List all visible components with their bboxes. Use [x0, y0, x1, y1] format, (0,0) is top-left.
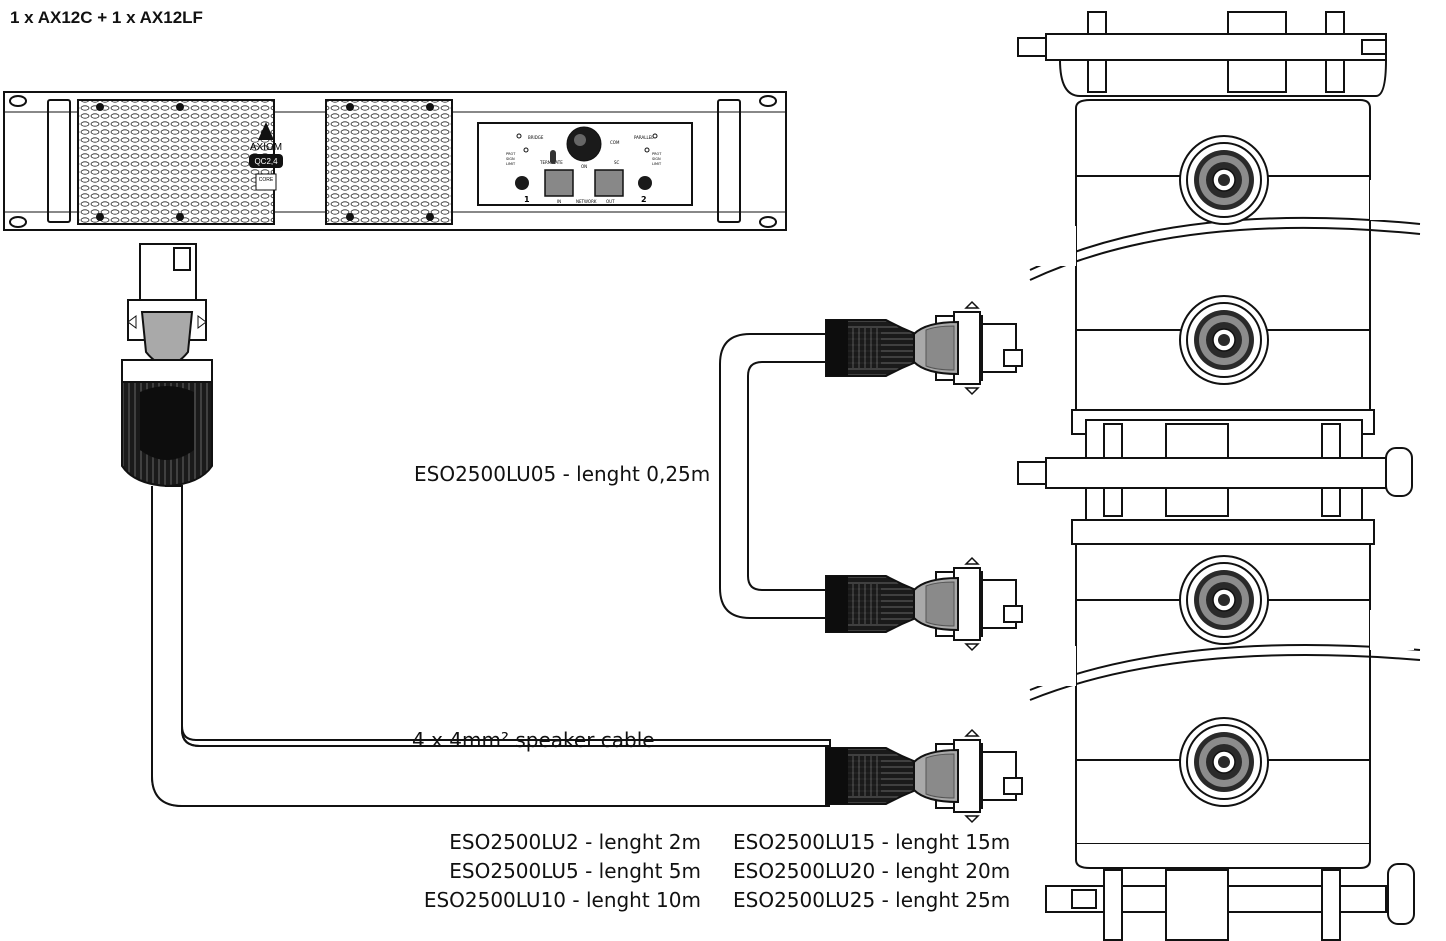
out-label: OUT: [606, 199, 615, 204]
control-panel: BRIDGE PARALLEL COM TERMINATE ON SC PROT…: [477, 122, 693, 206]
gain-knob-1[interactable]: [515, 176, 529, 190]
on-label: ON: [581, 164, 587, 169]
vent-grille-right: [325, 99, 453, 225]
speaker-cable-label: 4 x 4mm² speaker cable: [412, 728, 655, 752]
diagram-title: 1 x AX12C + 1 x AX12LF: [10, 8, 203, 27]
limit-label-1: LIMIT: [506, 162, 516, 166]
cable-lengths-left: ESO2500LU2 - lenght 2m ESO2500LU5 - leng…: [424, 828, 701, 915]
brand-text: AXIOM: [250, 142, 282, 153]
speaker-cabinet-bottom: [1029, 543, 1421, 845]
in-label: IN: [557, 199, 561, 204]
bridge-label: BRIDGE: [528, 135, 544, 140]
sc-label: SC: [614, 160, 620, 165]
model-text: QC2,4: [254, 157, 278, 166]
bottom-rigging: [1045, 844, 1415, 941]
core-badge: CORE: [259, 177, 274, 183]
cable-length-item: ESO2500LU15 - lenght 15m: [733, 830, 1011, 854]
channel-2-label: 2: [641, 195, 647, 204]
network-label: NETWORK: [576, 199, 597, 204]
speaker-connector-1[interactable]: [825, 301, 1023, 395]
amp-output-connector[interactable]: [121, 243, 213, 488]
speaker-connector-3[interactable]: [825, 729, 1023, 823]
sign-label-2: SIGN: [652, 157, 661, 161]
gain-knob-2[interactable]: [638, 176, 652, 190]
cable-short: [719, 333, 830, 619]
cable-length-item: ESO2500LU2 - lenght 2m: [449, 830, 701, 854]
top-rigging: [1017, 11, 1387, 97]
axiom-logo: AXIOM QC2,4 CORE: [249, 122, 283, 191]
speaker-connector-2[interactable]: [825, 557, 1023, 651]
limit-label-2: LIMIT: [652, 162, 662, 166]
prot-label-1: PROT: [506, 152, 516, 156]
amplifier: AXIOM QC2,4 CORE BRIDGE PARALLEL COM TER…: [3, 91, 787, 231]
cable-length-item: ESO2500LU10 - lenght 10m: [423, 888, 701, 912]
cable-length-item: ESO2500LU25 - lenght 25m: [733, 888, 1011, 912]
channel-1-label: 1: [524, 195, 530, 204]
prot-label-2: PROT: [652, 152, 662, 156]
middle-rigging: [1017, 409, 1413, 545]
network-in-port[interactable]: [544, 169, 574, 197]
parallel-label: PARALLEL: [634, 135, 654, 140]
network-out-port[interactable]: [594, 169, 624, 197]
speaker-cabinet-top: [1029, 99, 1421, 411]
cable-lengths-right: ESO2500LU15 - lenght 15m ESO2500LU20 - l…: [733, 828, 1010, 915]
cable-length-item: ESO2500LU5 - lenght 5m: [449, 859, 701, 883]
vent-grille-left: [77, 99, 275, 225]
com-label: COM: [610, 140, 620, 145]
sign-label-1: SIGN: [506, 157, 515, 161]
cable-main: [151, 485, 831, 807]
cable-length-item: ESO2500LU20 - lenght 20m: [733, 859, 1011, 883]
speaker-stack: [1017, 11, 1421, 941]
short-cable-label: ESO2500LU05 - lenght 0,25m: [414, 462, 711, 486]
